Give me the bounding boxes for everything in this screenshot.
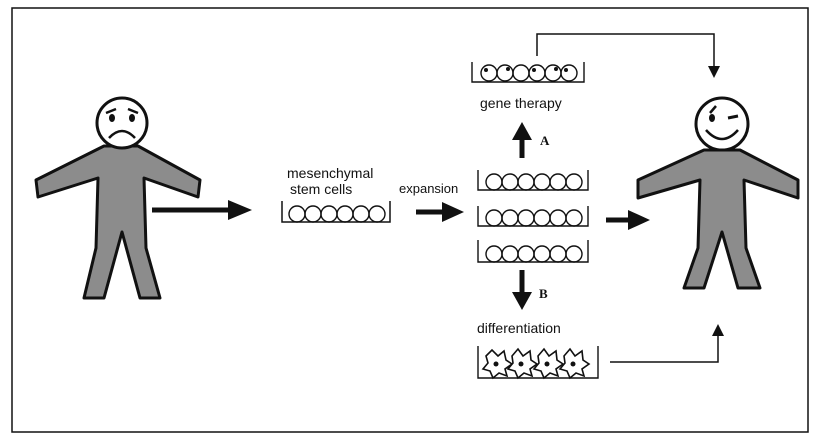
arrow-path-b (512, 270, 532, 310)
nucleus-dots (493, 361, 576, 367)
arrow-harvest (152, 200, 252, 220)
patient-body-happy (636, 148, 800, 290)
expansion-label: expansion (399, 181, 458, 196)
gene-therapy-dish (471, 62, 585, 83)
path-b-label: B (539, 286, 548, 301)
msc-label-line1: mesenchymal (287, 165, 373, 181)
expanded-culture-dishes (477, 170, 589, 263)
sad-face-icon (95, 96, 149, 150)
msc-culture-dish (281, 201, 391, 223)
figure-frame (11, 7, 809, 433)
patient-figure-happy (636, 96, 800, 290)
arrow-differentiation-to-patient (610, 324, 724, 363)
differentiation-label: differentiation (477, 320, 561, 336)
path-a-label: A (540, 133, 550, 148)
arrow-expansion (416, 202, 464, 222)
expanded-dish-2 (477, 206, 589, 227)
expanded-dish-3 (477, 240, 589, 263)
patient-figure-sad (34, 96, 202, 300)
winking-happy-face-icon (694, 96, 750, 152)
arrow-transplant (606, 210, 650, 230)
gene-therapy-label: gene therapy (480, 95, 562, 111)
patient-body-sad (34, 144, 202, 300)
transfected-marker-dots (484, 67, 568, 72)
expanded-dish-1 (477, 170, 589, 191)
cell-row (288, 205, 386, 223)
arrow-path-a (512, 122, 532, 158)
differentiated-cells-dish (477, 346, 599, 380)
arrow-gene-therapy-to-patient (536, 33, 720, 78)
msc-label-line2: stem cells (290, 181, 352, 197)
